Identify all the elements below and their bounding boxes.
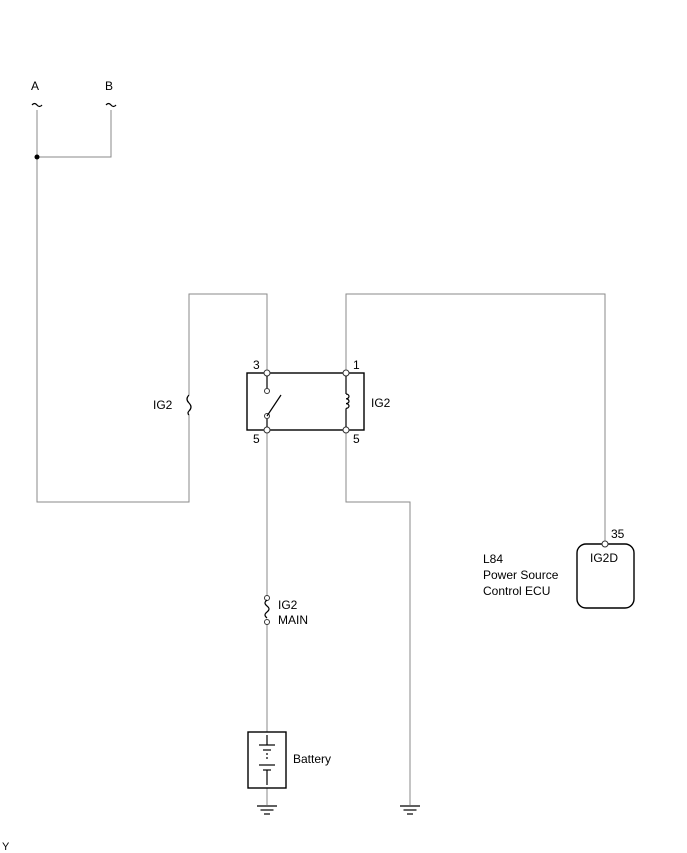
wires — [36, 110, 606, 805]
fuse-ig2-main-label-line2: MAIN — [278, 613, 308, 627]
ecu-name-line1: Power Source — [483, 568, 559, 582]
relay-switch-icon — [264, 376, 282, 427]
ecu-code: L84 — [483, 552, 503, 566]
battery-label: Battery — [293, 752, 331, 766]
splice-dot — [34, 154, 40, 160]
relay-coil-icon — [345, 376, 350, 427]
relay-terminal-5-right — [342, 426, 350, 434]
relay-terminal-1 — [342, 369, 350, 377]
ground-icon-right — [400, 805, 420, 815]
ecu-pin-number: 35 — [611, 527, 625, 541]
fuse-ig2-icon — [186, 394, 192, 416]
connector-a-label: A — [31, 79, 39, 93]
connector-b-label: B — [105, 79, 113, 93]
battery-icon — [259, 735, 275, 785]
fuse-ig2-main-icon — [264, 595, 270, 625]
relay-terminal-5-left — [263, 426, 271, 434]
connector-b-break-icon — [105, 102, 117, 108]
ecu-name-line2: Control ECU — [483, 584, 550, 598]
fuse-ig2-label: IG2 — [153, 398, 173, 412]
ecu-terminal-label: IG2D — [590, 551, 618, 565]
relay-pin-5-right: 5 — [353, 432, 360, 446]
fuse-ig2-main-label-line1: IG2 — [278, 598, 298, 612]
relay-label: IG2 — [371, 396, 391, 410]
connector-a-break-icon — [31, 102, 43, 108]
relay-pin-3: 3 — [253, 358, 260, 372]
relay-pin-1: 1 — [353, 358, 360, 372]
ground-icon-left — [257, 805, 277, 815]
relay-pin-5-left: 5 — [253, 432, 260, 446]
relay-terminal-3 — [263, 369, 271, 377]
ecu-terminal — [601, 540, 609, 548]
footer-mark: Y — [2, 841, 10, 853]
